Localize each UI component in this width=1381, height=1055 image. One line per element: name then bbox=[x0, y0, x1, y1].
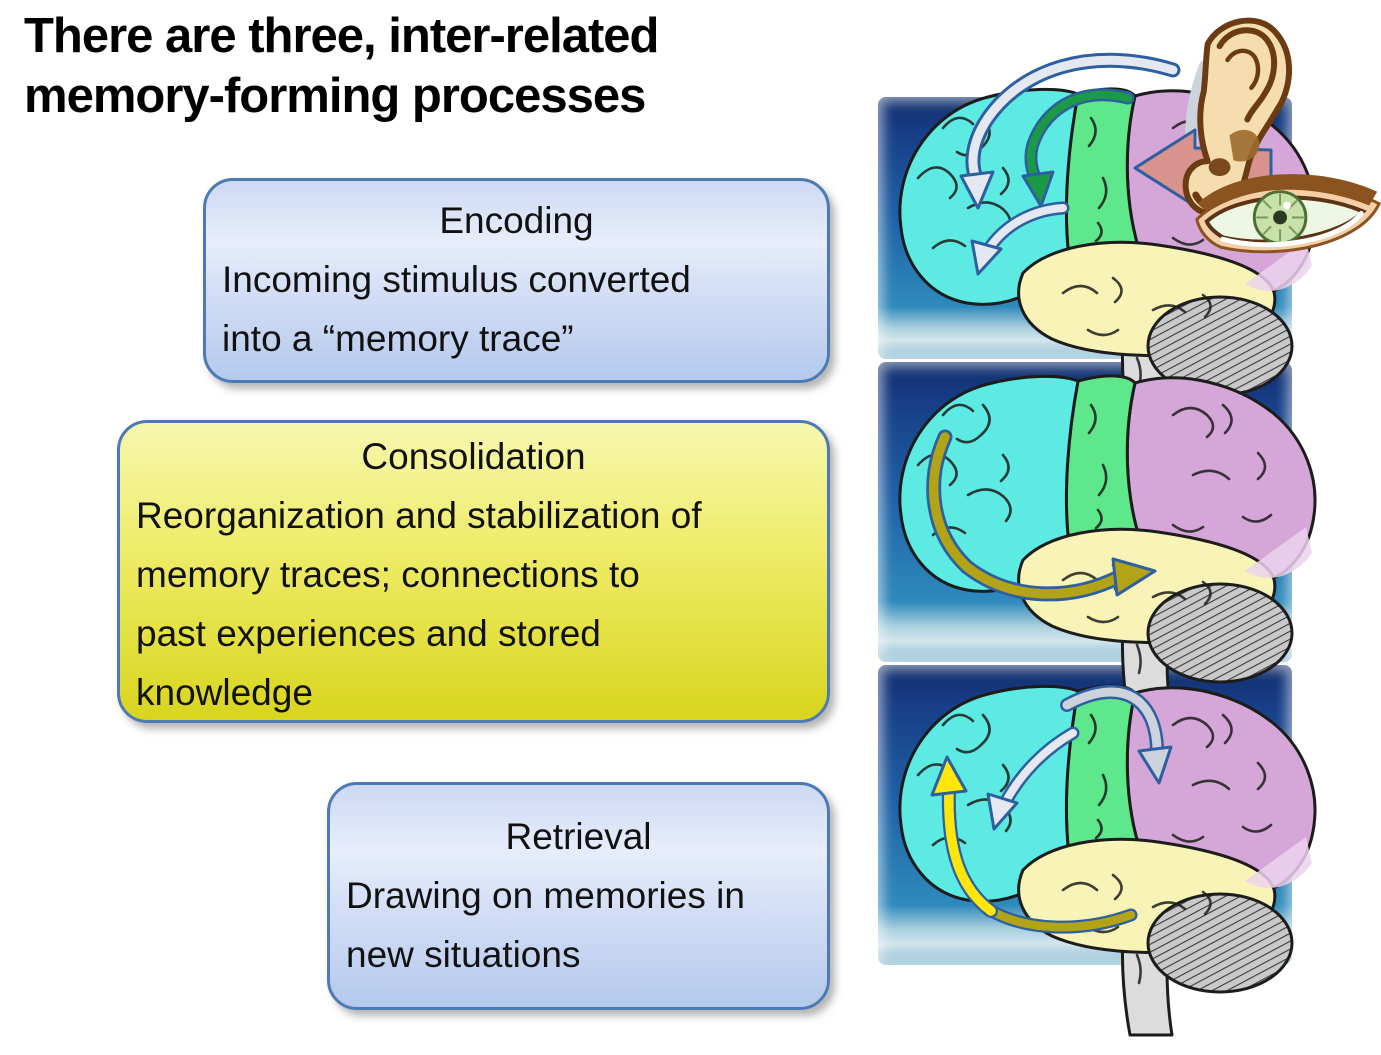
silver-curved-arrow-down bbox=[959, 52, 1181, 210]
retrieval-brain-illustration bbox=[898, 684, 1317, 1037]
olive-band bbox=[981, 902, 1138, 934]
silver-curved-arrow-small bbox=[986, 726, 1080, 831]
retrieval-box: Retrieval Drawing on memories in new sit… bbox=[327, 782, 830, 1010]
encoding-line: Incoming stimulus converted bbox=[222, 259, 691, 300]
yellow-up-arrow bbox=[930, 755, 998, 918]
slide: There are three, inter-related memory-fo… bbox=[24, 6, 1381, 1037]
consolidation-heading: Consolidation bbox=[361, 436, 586, 477]
slide-title-line1: There are three, inter-related bbox=[24, 9, 659, 63]
retrieval-line: Drawing on memories in bbox=[346, 875, 745, 916]
slide-title-line2: memory-forming processes bbox=[24, 69, 646, 123]
consolidation-line: past experiences and stored bbox=[136, 613, 601, 654]
encoding-brain-illustration bbox=[898, 52, 1317, 440]
eye-icon bbox=[1195, 174, 1381, 254]
olive-sweep-arrow bbox=[926, 429, 1157, 602]
consolidation-line: memory traces; connections to bbox=[136, 554, 640, 595]
consolidation-line: knowledge bbox=[136, 672, 313, 713]
consolidation-line: Reorganization and stabilization of bbox=[136, 495, 702, 536]
consolidation-brain-illustration bbox=[898, 374, 1317, 727]
retrieval-heading: Retrieval bbox=[505, 816, 652, 857]
encoding-box: Encoding Incoming stimulus converted int… bbox=[203, 178, 830, 383]
slide-title: There are three, inter-related memory-fo… bbox=[24, 6, 659, 126]
gray-curved-arrow bbox=[1060, 685, 1173, 785]
silver-curved-arrow-small bbox=[970, 201, 1070, 276]
consolidation-box: Consolidation Reorganization and stabili… bbox=[117, 420, 830, 723]
retrieval-line: new situations bbox=[346, 934, 581, 975]
encoding-heading: Encoding bbox=[439, 200, 594, 241]
encoding-line: into a “memory trace” bbox=[222, 318, 574, 359]
green-curved-arrow bbox=[1021, 88, 1135, 208]
